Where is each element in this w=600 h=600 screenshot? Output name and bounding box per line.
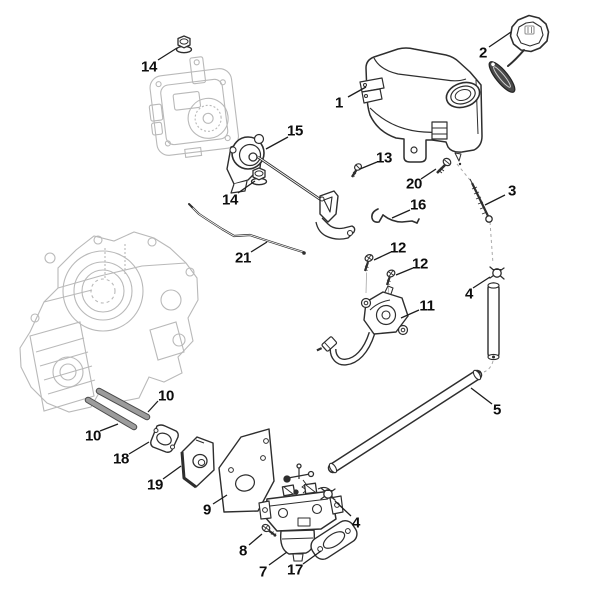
nut-top-drawing	[175, 35, 193, 54]
studs-drawing	[84, 387, 151, 431]
leader-line-governor-assembly	[265, 136, 289, 150]
tank-mount-screw-drawing	[436, 157, 452, 174]
fuel-line-vertical-drawing	[487, 282, 500, 361]
leader-line-manifold-gasket	[128, 441, 150, 455]
leader-line-baffle-plate	[212, 494, 228, 505]
carburetor-gasket-drawing	[310, 520, 358, 560]
leader-line-hose-clamp-upper	[472, 276, 491, 289]
hose-clamp-upper-drawing	[489, 266, 505, 280]
hose-clamp-lower-drawing	[320, 487, 336, 501]
leader-line-fuel-cap	[488, 31, 512, 48]
fuel-pump-drawing	[316, 285, 409, 366]
throttle-bracket-drawing	[315, 190, 356, 240]
fuel-cap-drawing	[488, 14, 550, 93]
leader-line-carburetor-gasket	[302, 550, 322, 565]
throttle-rod-drawing	[188, 203, 306, 255]
manifold-gasket-drawing	[150, 424, 179, 453]
nut-governor-drawing	[250, 167, 268, 186]
leader-line-pump-screw-2	[395, 267, 414, 276]
leader-line-governor-screw	[359, 161, 378, 170]
leader-line-nut-top	[157, 47, 178, 61]
leader-line-throttle-rod	[250, 241, 268, 253]
leader-line-stud-lower	[99, 423, 119, 432]
tank-screw-drawing	[469, 178, 493, 223]
leader-line-nut-governor	[237, 180, 256, 194]
governor-screw-drawing	[350, 163, 363, 178]
leader-line-spring-clip	[391, 209, 411, 219]
leader-line-carburetor	[268, 551, 288, 566]
leader-line-fuel-pump	[400, 309, 420, 319]
leader-line-stud-upper	[147, 400, 159, 413]
fuel-tank-drawing	[359, 47, 483, 166]
leader-line-hose-clamp-lower	[334, 500, 352, 517]
assembly-guide-lines	[456, 163, 494, 373]
muffler-ghost	[148, 56, 239, 158]
leader-line-fuel-hose	[470, 387, 493, 405]
leader-line-carburetor-screw	[248, 533, 263, 546]
carburetor-drawing	[258, 463, 344, 562]
leader-line-pump-screw-1	[373, 251, 392, 261]
leader-line-tank-mount-screw	[420, 168, 437, 180]
leader-line-tank-screw	[484, 194, 506, 206]
insulator-drawing	[180, 436, 215, 489]
governor-assembly-drawing	[226, 133, 325, 204]
leader-line-fuel-tank	[347, 86, 367, 98]
engine-block-ghost	[19, 231, 199, 413]
leader-line-insulator	[162, 465, 182, 480]
carburetor-screw-drawing	[261, 523, 277, 537]
fuel-hose-drawing	[327, 369, 483, 474]
baffle-plate-drawing	[218, 428, 275, 513]
pump-screws-drawing	[363, 254, 396, 300]
spring-clip-drawing	[371, 208, 420, 224]
